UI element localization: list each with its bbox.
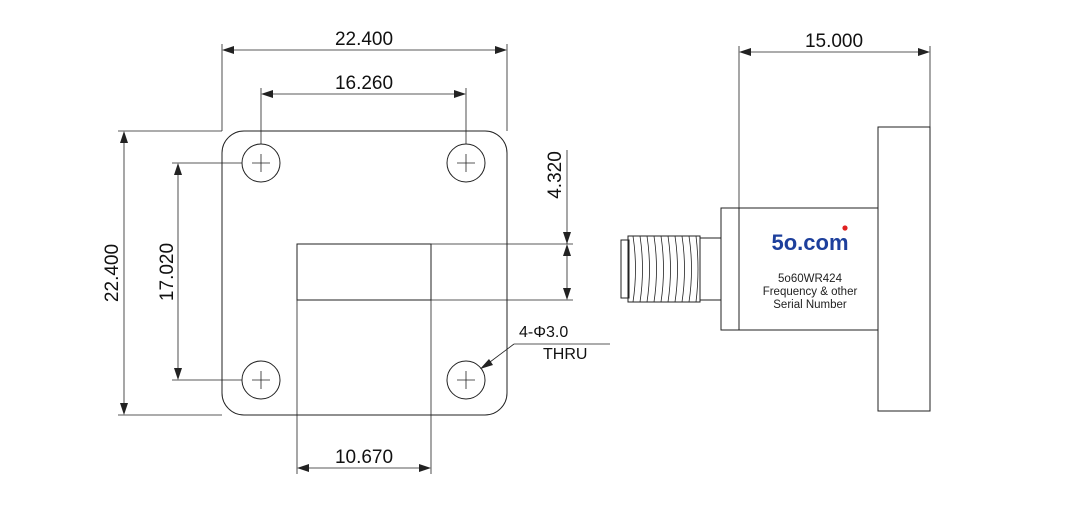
adapter-body [738,207,879,331]
brand-logo: 5o.com [771,230,848,255]
connector [620,235,722,303]
dimension-hole-spacing-vertical-label: 17.020 [157,243,178,301]
hole-callout: 4-Φ3.0 THRU [480,324,610,369]
model-number: 5o60WR424 [778,273,843,285]
dimension-overall-width: 22.400 [221,29,508,131]
dimension-length: 15.000 [738,31,931,208]
brand-logo-dot [842,225,848,231]
flange-outline [221,130,508,416]
label-frequency: Frequency & other [763,286,858,298]
mounting-hole-top-left [241,143,281,183]
dimension-hole-spacing-vertical: 17.020 [157,162,242,381]
front-view: 22.400 16.260 22.400 17.020 [102,29,610,474]
dimension-aperture-width: 10.670 [296,300,432,474]
dimension-overall-height-label: 22.400 [102,244,123,302]
dimension-overall-height: 22.400 [102,130,222,416]
mounting-hole-top-right [446,143,486,183]
connector-threads [632,235,699,303]
dimension-hole-spacing-horizontal-label: 16.260 [335,73,393,94]
label-serial: Serial Number [773,299,847,311]
dimension-aperture-offset: 4.320 [431,150,573,301]
dimension-hole-spacing-horizontal: 16.260 [260,73,467,144]
hole-callout-size: 4-Φ3.0 [519,324,568,341]
mounting-hole-bottom-left [241,360,281,400]
dimension-length-label: 15.000 [805,31,863,52]
product-label: 5o.com 5o60WR424 Frequency & other Seria… [763,225,858,311]
mounting-hole-bottom-right [446,360,486,400]
dimension-overall-width-label: 22.400 [335,29,393,50]
dimension-aperture-width-label: 10.670 [335,447,393,468]
side-view: 15.000 5o. [620,31,931,412]
dimension-aperture-offset-label: 4.320 [545,151,566,199]
hole-callout-thru: THRU [543,346,587,363]
flange-profile [877,126,931,412]
waveguide-aperture [296,243,432,301]
body-shoulder [720,207,740,331]
